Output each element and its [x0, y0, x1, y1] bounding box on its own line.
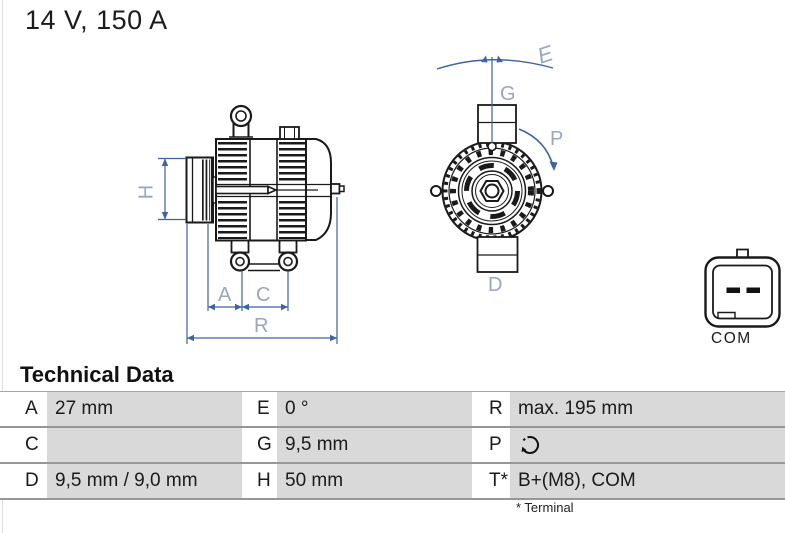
mounting-feet [229, 239, 299, 272]
rotation-arc-p [518, 128, 554, 167]
mounting-lug-top [229, 104, 253, 138]
dim-label-g: G [500, 83, 516, 105]
connector-drawing: COM [704, 248, 781, 347]
side-view-dimensions: H A C R [135, 157, 338, 344]
rear-top-block [279, 126, 300, 140]
dim-label-d: D [488, 274, 502, 296]
front-ear-left [430, 185, 442, 197]
connector-pin [726, 287, 740, 293]
table-key-r: R [472, 392, 510, 426]
connector-pin [746, 287, 760, 293]
dim-label-p: P [550, 128, 563, 150]
table-value-c [47, 428, 242, 462]
table-key-c: C [0, 428, 47, 462]
connector-key-notch [717, 311, 736, 319]
connector-outline [704, 256, 781, 328]
b-plus-terminal [330, 183, 345, 195]
table-row: D 9,5 mm / 9,0 mm H 50 mm T* B+(M8), COM [0, 462, 785, 498]
table-key-t: T* [472, 464, 510, 498]
dim-label-a: A [218, 284, 232, 306]
page-edge-line [2, 0, 3, 533]
alternator-body [215, 138, 332, 242]
connector-inner [712, 264, 773, 320]
tech-data-table: A 27 mm E 0 ° R max. 195 mm C G 9,5 mm P [0, 391, 785, 500]
front-ear-right [542, 185, 554, 197]
technical-drawing: H A C R [135, 40, 781, 347]
angle-arc-e [436, 59, 554, 70]
table-key-h: H [242, 464, 277, 498]
table-row: C G 9,5 mm P [0, 426, 785, 462]
table-value-d: 9,5 mm / 9,0 mm [47, 464, 242, 498]
table-key-e: E [242, 392, 277, 426]
table-value-h: 50 mm [277, 464, 472, 498]
front-top-block [477, 104, 517, 144]
dim-label-r: R [254, 315, 268, 337]
rotation-direction-icon [521, 436, 539, 454]
table-key-p: P [472, 428, 510, 462]
table-value-g: 9,5 mm [277, 428, 472, 462]
dim-label-h: H [135, 185, 157, 199]
terminal-footnote: * Terminal [516, 500, 574, 515]
table-key-g: G [242, 428, 277, 462]
table-value-e: 0 ° [277, 392, 472, 426]
pulley [185, 156, 219, 224]
dim-label-c: C [256, 284, 270, 306]
table-value-a: 27 mm [47, 392, 242, 426]
table-key-d: D [0, 464, 47, 498]
connector-label: COM [711, 330, 752, 347]
table-row: A 27 mm E 0 ° R max. 195 mm [0, 392, 785, 426]
table-value-t: B+(M8), COM [510, 464, 785, 498]
table-value-p [510, 428, 785, 462]
rating-label: 14 V, 150 A [25, 5, 168, 35]
front-view-dimensions: E G P D [436, 40, 563, 296]
tech-data-title: Technical Data [20, 362, 174, 387]
table-value-r: max. 195 mm [510, 392, 785, 426]
shaft-nut-hex [479, 180, 505, 202]
side-view-drawing [185, 104, 345, 272]
connector-tab [736, 248, 749, 258]
table-key-a: A [0, 392, 47, 426]
front-view-drawing [430, 104, 554, 273]
